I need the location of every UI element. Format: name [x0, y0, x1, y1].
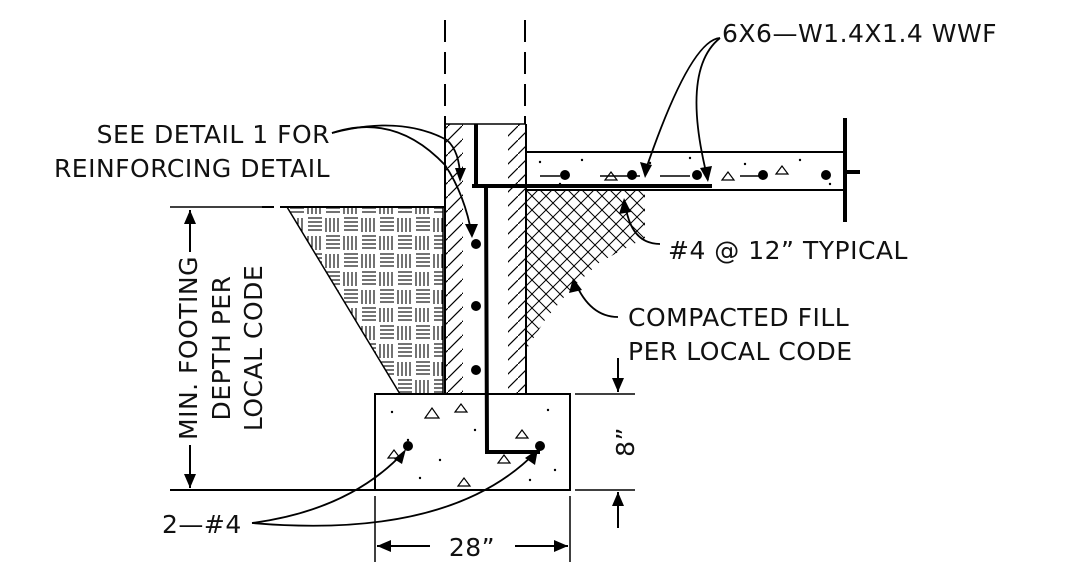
depth-label-1: MIN. FOOTING: [174, 256, 203, 440]
native-soil-hatch: [285, 206, 444, 395]
floor-slab: [525, 118, 860, 222]
see-detail-label-2: REINFORCING DETAIL: [54, 154, 330, 183]
rebar-spacing-label: #4 @ 12” TYPICAL: [668, 236, 908, 265]
depth-label-2: DEPTH PER: [207, 276, 236, 421]
footing-depth-dimension: [170, 206, 262, 488]
compacted-fill-label-2: PER LOCAL CODE: [628, 337, 853, 366]
footing-width-label: 28”: [449, 533, 495, 562]
reinforcing-bars: [403, 124, 831, 454]
compacted-fill-label-1: COMPACTED FILL: [628, 303, 849, 332]
see-detail-label-1: SEE DETAIL 1 FOR: [97, 120, 330, 149]
leader-lines: [251, 37, 721, 527]
footing-bars-label: 2—#4: [162, 510, 242, 539]
depth-label-3: LOCAL CODE: [239, 265, 268, 431]
footing-height-dimension: [575, 358, 635, 528]
wwf-label: 6X6—W1.4X1.4 WWF: [722, 19, 997, 48]
center-dashed-lines: [444, 20, 526, 130]
footing-width-dimension: [374, 496, 571, 562]
footing-height-label: 8”: [611, 427, 640, 457]
grade-lines: [170, 206, 445, 491]
compacted-fill-hatch: [526, 190, 645, 350]
